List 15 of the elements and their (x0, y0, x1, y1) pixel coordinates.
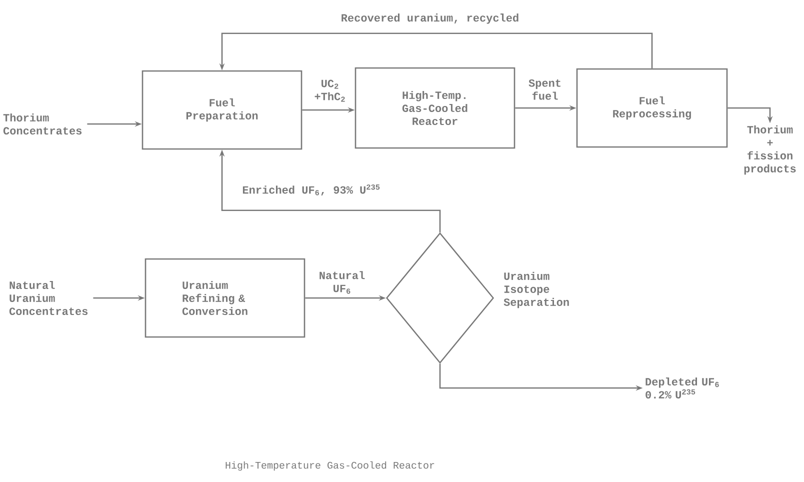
process-label: Uranium Isotope Separation (504, 272, 569, 308)
process-box: Fuel Reprocessing (576, 68, 728, 148)
process-box: Fuel Preparation (142, 70, 302, 150)
edge-label: Recovered uranium, recycled (338, 12, 522, 26)
flow-text: Thorium Concentrates (3, 113, 82, 135)
caption: High-Temperature Gas-Cooled Reactor (226, 461, 434, 471)
edge-label: Enriched UF$_{6}$, 93% U$^{235}$ (240, 182, 382, 198)
flow-text: Depleted UF$_{6}$ 0.2% U$^{235}$ (646, 377, 719, 399)
flow-text: Natural Uranium Concentrates (9, 280, 88, 316)
edge-label: Spent fuel (521, 77, 569, 102)
process-box: Uranium Refining & Conversion (144, 258, 306, 338)
process-box: High-Temp. Gas-Cooled Reactor (354, 67, 516, 149)
edge-label: UC$_{2}$ +ThC$_{2}$ (306, 78, 354, 104)
flow-text: Thorium + fission products (744, 125, 796, 175)
edge-label: Natural UF$_{6}$ (314, 269, 370, 296)
